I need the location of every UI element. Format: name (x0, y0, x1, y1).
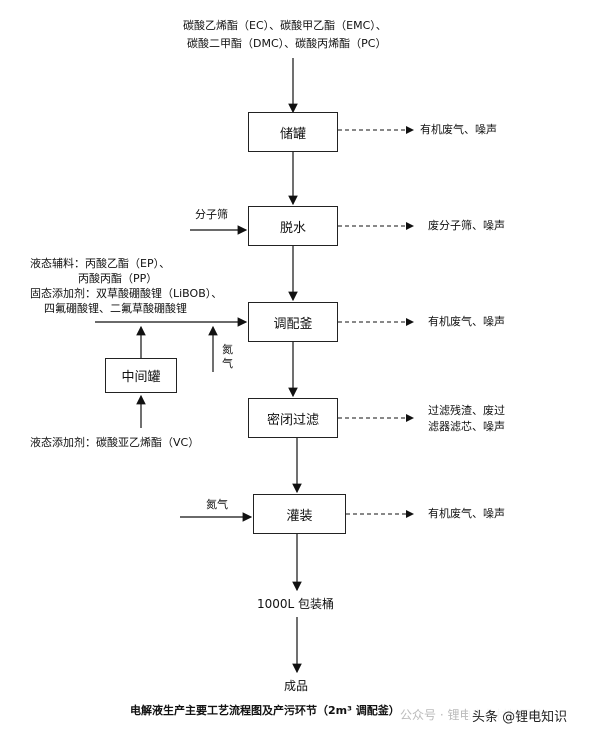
liquid-aux-line1: 液态辅料：丙酸乙酯（EP）、 (30, 257, 171, 270)
storage-output: 有机废气、噪声 (420, 123, 497, 136)
final-product-label: 成品 (284, 679, 309, 693)
liquid-aux-line2: 丙酸丙酯（PP） (78, 272, 158, 285)
figure-caption: 电解液生产主要工艺流程图及产污环节（2m³ 调配釜） (130, 704, 400, 717)
package-label: 1000L 包装桶 (257, 597, 335, 611)
intermediate-tank-box: 中间罐 (105, 358, 177, 393)
top-input-line1: 碳酸乙烯酯（EC）、碳酸甲乙酯（EMC）、 (183, 19, 387, 32)
watermark-right: 头条 @锂电知识 (468, 706, 572, 725)
filtration-output-line2: 滤器滤芯、噪声 (428, 420, 505, 433)
dehydration-box: 脱水 (248, 206, 338, 246)
filling-output: 有机废气、噪声 (428, 507, 505, 520)
filtration-box: 密闭过滤 (248, 398, 338, 438)
liquid-add-vc: 液态添加剂：碳酸亚乙烯酯（VC） (30, 436, 200, 449)
blending-output: 有机废气、噪声 (428, 315, 505, 328)
nitrogen-vertical-label: 氮气 (222, 343, 233, 370)
molecular-sieve-label: 分子筛 (195, 208, 228, 221)
dehydration-output: 废分子筛、噪声 (428, 219, 505, 232)
top-input-line2: 碳酸二甲酯（DMC）、碳酸丙烯酯（PC） (187, 37, 387, 50)
solid-add-line1: 固态添加剂：双草酸硼酸锂（LiBOB）、 (30, 287, 223, 300)
nitrogen-filling-label: 氮气 (206, 498, 228, 511)
filling-box: 灌装 (253, 494, 346, 534)
filtration-output-line1: 过滤残渣、废过 (428, 404, 505, 417)
solid-add-line2: 四氟硼酸锂、二氟草酸硼酸锂 (44, 302, 187, 315)
storage-box: 储罐 (248, 112, 338, 152)
blending-box: 调配釜 (248, 302, 338, 342)
